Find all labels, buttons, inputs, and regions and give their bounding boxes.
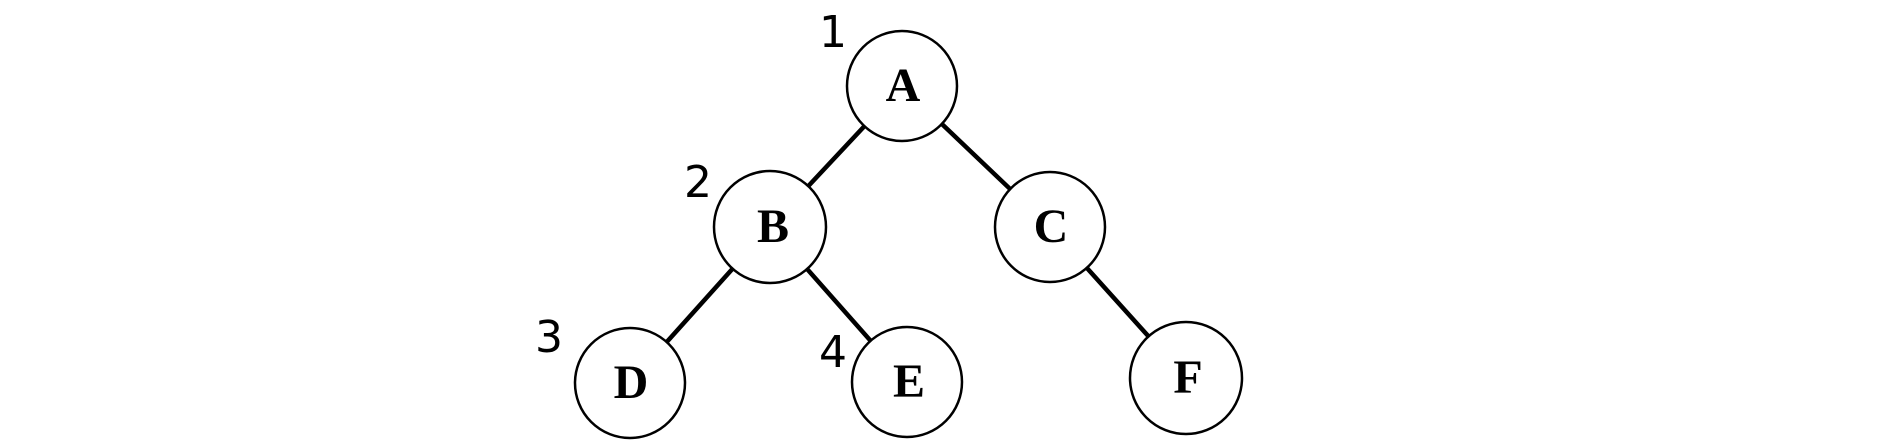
node-C-label: C xyxy=(1034,200,1069,253)
node-D-circle xyxy=(573,326,687,440)
order-number-node-B: 2 xyxy=(684,157,712,208)
node-B: B xyxy=(712,169,828,285)
node-E: E xyxy=(850,325,964,439)
node-A-label: A xyxy=(886,59,921,112)
order-number-node-D: 3 xyxy=(535,312,563,363)
node-B-circle xyxy=(712,169,828,285)
order-number-node-A: 1 xyxy=(819,7,847,58)
node-E-label: E xyxy=(893,355,925,408)
node-F-circle xyxy=(1128,320,1244,436)
node-C: C xyxy=(993,170,1107,284)
tree-nodes: A B C D E F xyxy=(573,29,1244,440)
node-F-label: F xyxy=(1173,351,1202,404)
order-labels: 1 2 3 4 xyxy=(535,7,847,378)
node-B-label: B xyxy=(757,200,789,253)
node-A-circle xyxy=(845,29,959,143)
node-F: F xyxy=(1128,320,1244,436)
node-D: D xyxy=(573,326,687,440)
order-number-node-E: 4 xyxy=(819,327,847,378)
node-C-circle xyxy=(993,170,1107,284)
node-E-circle xyxy=(850,325,964,439)
node-D-label: D xyxy=(614,356,649,409)
node-A: A xyxy=(845,29,959,143)
